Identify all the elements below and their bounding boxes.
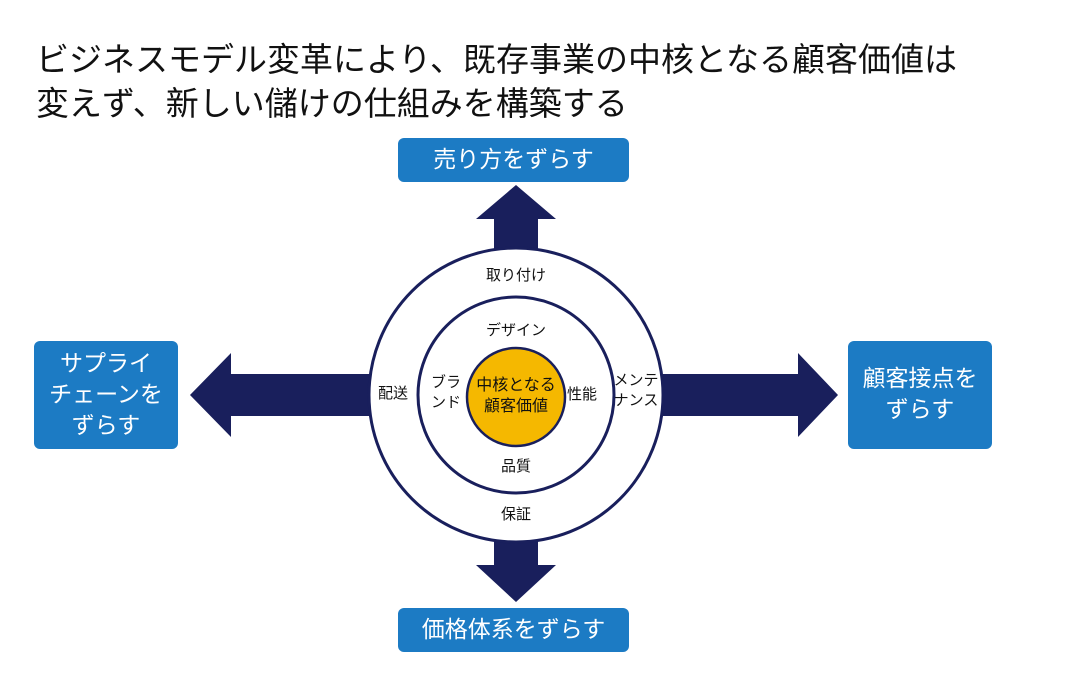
inner-ring-bottom-label: 品質 bbox=[500, 457, 531, 475]
right-label-line-1: 顧客接点を bbox=[862, 366, 978, 392]
title-line-1: ビジネスモデル変革により、既存事業の中核となる顧客価値は bbox=[36, 40, 958, 79]
outer-ring-right-label: メンテ ナンス bbox=[610, 370, 662, 410]
left-label-line-3: ずらす bbox=[71, 412, 141, 439]
right-label-box: 顧客接点を ずらす bbox=[848, 341, 992, 449]
arrow-down bbox=[476, 525, 556, 602]
outer-ring-top-label: 取り付け bbox=[485, 266, 546, 284]
inner-ring-left-label: ブラ ンド bbox=[424, 372, 468, 412]
arrow-left bbox=[190, 353, 380, 437]
inner-ring-top-label: デザイン bbox=[485, 321, 546, 339]
right-label-line-2: ずらす bbox=[885, 397, 955, 423]
left-label-line-2: チェーンを bbox=[49, 381, 163, 408]
bottom-label: 価格体系をずらす bbox=[421, 616, 606, 643]
left-label-box: サプライ チェーンを ずらす bbox=[34, 341, 178, 449]
core-circle bbox=[465, 346, 567, 448]
core-label: 中核となる 顧客価値 bbox=[466, 374, 566, 416]
inner-ring-left-line-2: ンド bbox=[430, 393, 461, 411]
top-label-box: 売り方をずらす bbox=[398, 138, 629, 182]
outer-ring-right-line-2: ナンス bbox=[613, 391, 659, 409]
arrow-up bbox=[476, 185, 556, 262]
arrow-right bbox=[650, 353, 838, 437]
bottom-label-box: 価格体系をずらす bbox=[398, 608, 629, 652]
slide-title: ビジネスモデル変革により、既存事業の中核となる顧客価値は 変えず、新しい儲けの仕… bbox=[36, 38, 957, 126]
outer-ring-bottom-label: 保証 bbox=[500, 505, 531, 523]
left-label-line-1: サプライ bbox=[60, 350, 152, 377]
title-line-2: 変えず、新しい儲けの仕組みを構築する bbox=[36, 84, 628, 123]
outer-ring-left-label: 配送 bbox=[377, 384, 408, 402]
inner-ring-right-label: 性能 bbox=[566, 385, 597, 403]
outer-ring-right-line-1: メンテ bbox=[613, 371, 659, 389]
core-label-line-2: 顧客価値 bbox=[483, 396, 548, 415]
core-label-line-1: 中核となる bbox=[476, 375, 556, 394]
inner-ring-left-line-1: ブラ bbox=[430, 373, 461, 391]
top-label: 売り方をずらす bbox=[433, 146, 594, 173]
